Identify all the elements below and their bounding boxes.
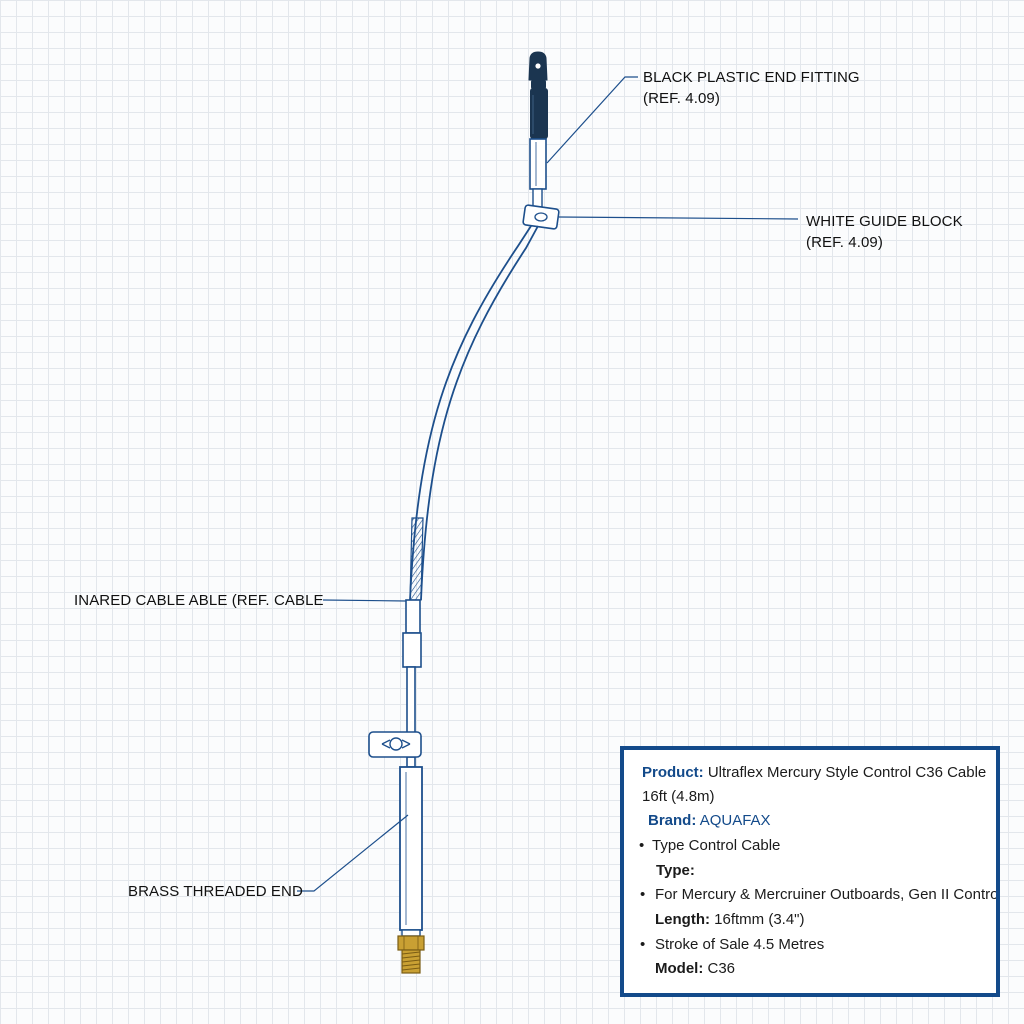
length-value: 16ftmm (3.4")	[714, 911, 805, 928]
model-label: Model:	[655, 960, 704, 977]
cable-hatched-section	[409, 517, 424, 601]
callout-brass-end: BRASS THREADED END	[128, 881, 303, 902]
model-row: Model: C36	[655, 960, 735, 977]
brand-value: AQUAFAX	[699, 812, 771, 829]
cable-sleeve	[402, 599, 422, 768]
leader-lines	[297, 76, 799, 892]
bullet-2-dot: •	[640, 886, 646, 903]
callout-brass-end-title: BRASS THREADED END	[128, 883, 303, 900]
brand-label: Brand:	[648, 812, 697, 829]
bullet-2-text: For Mercury & Mercruiner Outboards, Gen …	[655, 886, 1000, 903]
model-value: C36	[707, 960, 736, 977]
brand-row: Brand: AQUAFAX	[648, 812, 771, 829]
callout-guide-block-title: WHITE GUIDE BLOCK	[806, 213, 963, 230]
product-value: Ultraflex Mercury Style Control C36 Cabl…	[707, 764, 987, 781]
leader-guide-block	[558, 216, 799, 220]
brass-end-tube	[397, 766, 425, 974]
black-end-fitting	[528, 51, 548, 208]
type-label-text: Type:	[656, 862, 695, 879]
leader-cable	[322, 599, 407, 602]
callout-cable: INARED CABLE ABLE (REF. CABLE	[74, 590, 324, 611]
leader-end-fitting	[546, 76, 638, 164]
callout-guide-block-ref: (REF. 4.09)	[806, 234, 883, 251]
bullet-1-text: Type Control Cable	[652, 837, 781, 854]
callout-cable-title: INARED CABLE ABLE (REF. CABLE	[74, 592, 324, 609]
cable-conduit	[409, 225, 539, 601]
length-label: Length:	[655, 911, 710, 928]
length-row: Length: 16ftmm (3.4")	[655, 911, 805, 928]
lower-clamp-block	[368, 731, 422, 758]
product-label: Product:	[642, 764, 704, 781]
bullet-1-dot: •	[639, 837, 645, 854]
callout-guide-block: WHITE GUIDE BLOCK (REF. 4.09)	[806, 211, 963, 253]
callout-end-fitting-title: BLACK PLASTIC END FITTING	[643, 69, 860, 86]
callout-end-fitting: BLACK PLASTIC END FITTING (REF. 4.09)	[643, 67, 860, 109]
product-value-line2: 16ft (4.8m)	[642, 788, 715, 805]
product-info-box: Product: Ultraflex Mercury Style Control…	[620, 746, 1000, 997]
bullet-3-text: Stroke of Sale 4.5 Metres	[655, 936, 825, 953]
leader-brass-end	[297, 814, 409, 892]
product-row: Product: Ultraflex Mercury Style Control…	[642, 764, 986, 781]
callout-end-fitting-ref: (REF. 4.09)	[643, 90, 720, 107]
type-label: Type:	[656, 862, 695, 879]
white-guide-block	[522, 204, 560, 230]
bullet-3-dot: •	[640, 936, 646, 953]
